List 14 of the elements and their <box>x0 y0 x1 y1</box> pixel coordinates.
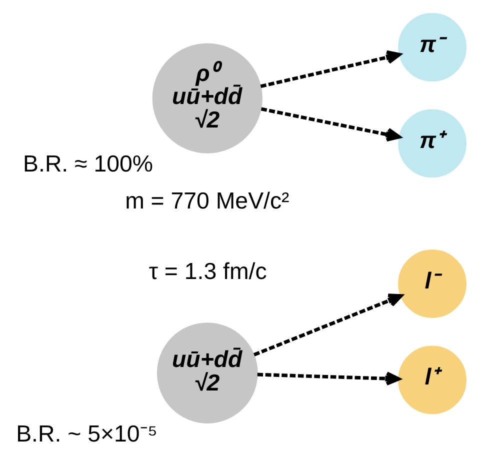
label: m = 770 MeV/c² <box>124 186 289 213</box>
arrow <box>252 293 402 356</box>
node-circle: π⁻ <box>398 12 466 81</box>
node-label: B.R. ≈ 100% <box>22 150 152 176</box>
node-circle: l⁻ <box>398 249 466 318</box>
label: τ = 1.3 fm/c <box>148 258 266 284</box>
node-circle: π⁺ <box>398 108 466 178</box>
arrow <box>260 106 400 141</box>
arrow <box>256 371 400 386</box>
node-circle: uū+dd̄ √2 <box>156 322 258 423</box>
node-circle: l⁺ <box>398 345 466 414</box>
node-label: B.R. ~ 5×10⁻⁵ <box>16 420 157 446</box>
node-circle: ρ⁰ uū+dd̄ √2 <box>152 42 262 153</box>
arrow <box>260 50 400 88</box>
